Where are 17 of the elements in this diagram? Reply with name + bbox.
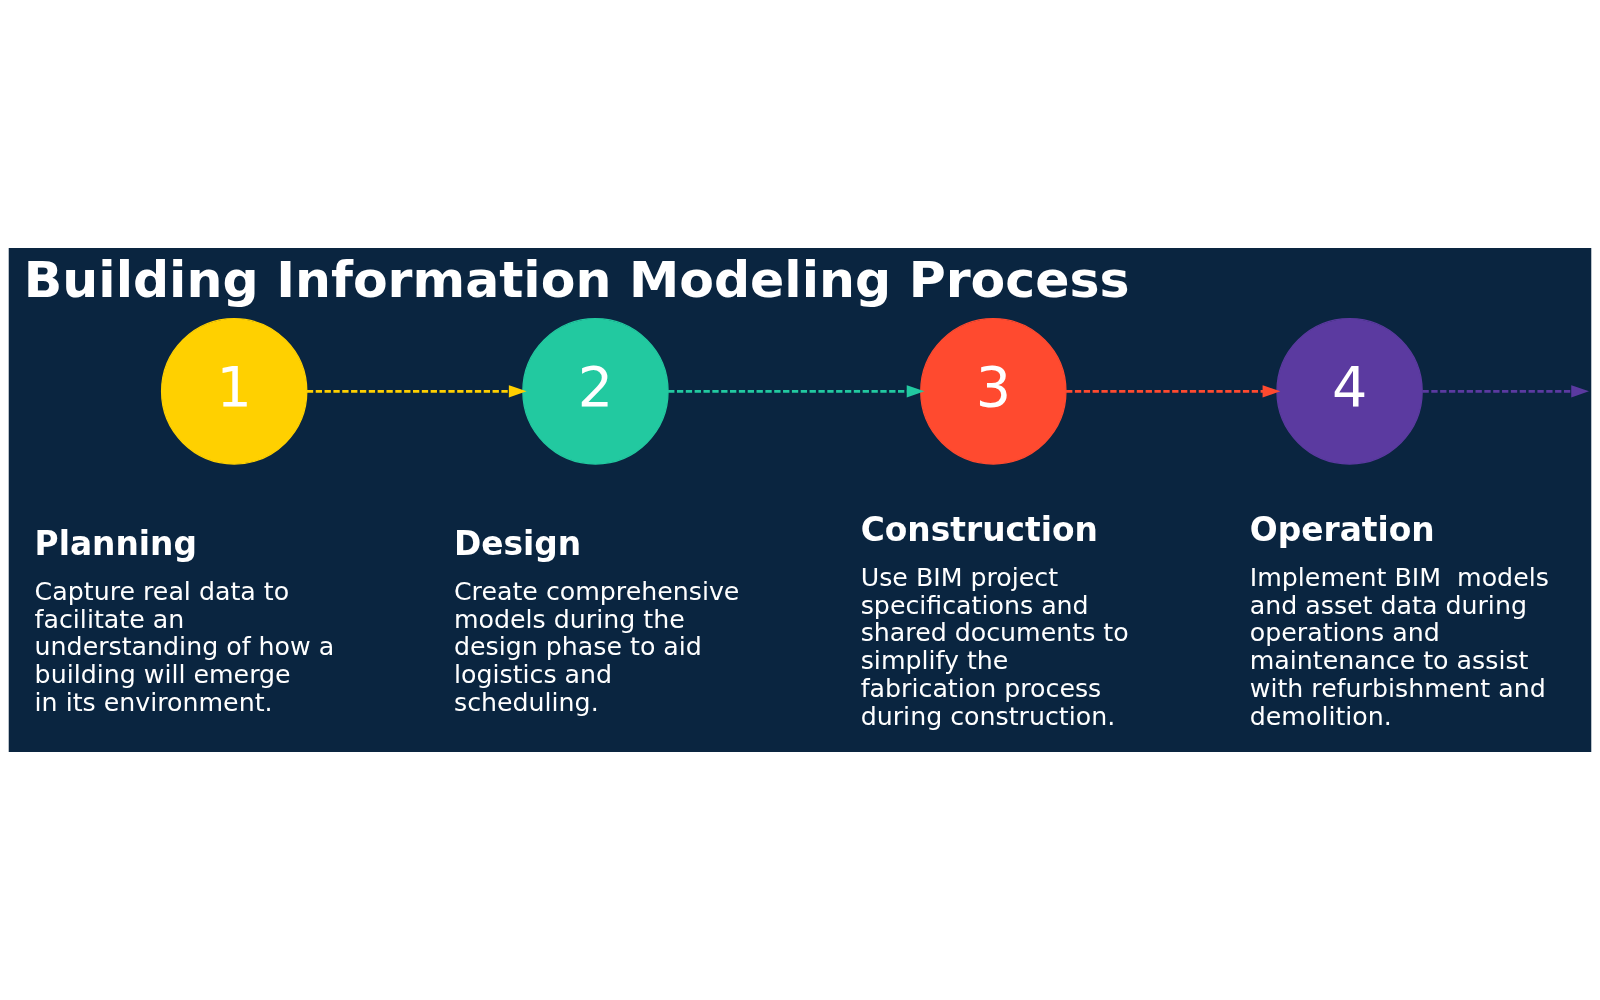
- node-circle: 2: [522, 318, 669, 465]
- node-label: Create comprehensive models during the design phase to aid logistics and scheduling.: [453, 576, 740, 717]
- node-label: Capture real data to facilitate an understanding of how a building will emerge in its environment.: [34, 576, 335, 717]
- node-label: Use BIM project specifications and shared documents to simplify the fabrication process during construction.: [860, 562, 1129, 731]
- node-label: Construction: [860, 511, 1098, 550]
- node-label: Design: [453, 525, 582, 564]
- node-circle: 4: [1276, 318, 1423, 465]
- node-label: Implement BIM models and asset data during operations and maintenance to assist with refurbishment and demolition.: [1249, 562, 1549, 731]
- diagram-title: Building Information Modeling Process: [23, 250, 1130, 310]
- node-label: Planning: [34, 525, 197, 564]
- arrow: [306, 385, 527, 398]
- node-circle: 3: [920, 318, 1067, 465]
- node-circle: 1: [160, 318, 308, 465]
- arrow: [668, 385, 925, 398]
- arrow: [1066, 385, 1281, 398]
- arrow: [1422, 385, 1589, 398]
- node-label: Operation: [1249, 511, 1435, 550]
